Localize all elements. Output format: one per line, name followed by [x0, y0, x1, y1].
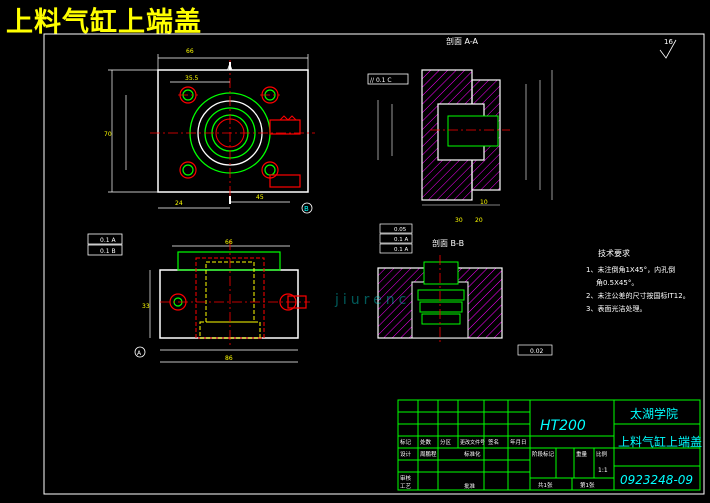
drawing-frame — [43, 33, 705, 495]
dim-top-35: 35.5 — [185, 75, 199, 82]
dim-front-33: 33 — [142, 303, 150, 310]
dim-front-66: 66 — [225, 239, 233, 246]
watermark-text: jiurenc — [334, 292, 410, 308]
drawing-number: 0923248-09 — [620, 473, 693, 487]
tol-sec-1: 0.05 — [394, 227, 407, 233]
tb-design-label: 设计 — [400, 450, 412, 458]
tb-sheet-no: 第1张 — [580, 481, 595, 489]
section-aa-title: 剖面 A-A — [446, 36, 479, 46]
tb-header-count: 处数 — [420, 438, 432, 446]
front-view: A — [87, 233, 310, 363]
dim-sec-10: 10 — [480, 199, 488, 206]
dim-top-24: 24 — [175, 200, 183, 207]
dim-front-86: 86 — [225, 355, 233, 362]
tb-process-label: 工艺 — [400, 483, 412, 490]
dim-top-height: 70 — [104, 131, 112, 138]
part-name: 上料气缸上端盖 — [618, 434, 702, 449]
material: HT200 — [540, 418, 586, 434]
tb-stage-label: 阶段标记 — [532, 450, 555, 458]
dim-sec-30: 30 — [455, 217, 463, 224]
title-block — [397, 399, 701, 491]
tol-parallel: // 0.1 C — [370, 77, 392, 84]
tech-req-item-4: 3、表面光洁处理。 — [586, 304, 646, 313]
tb-review-label: 审核 — [400, 474, 412, 482]
svg-text:A: A — [137, 350, 142, 357]
tb-header-zone: 分区 — [440, 438, 452, 446]
tb-header-doc: 更改文件号 — [460, 439, 485, 446]
tb-scale-label: 比例 — [596, 450, 608, 458]
section-bb-title: 剖面 B-B — [432, 238, 464, 248]
tol-sec-3: 0.1 A — [394, 247, 408, 253]
tb-sheets-total: 共1张 — [538, 481, 553, 489]
roughness-symbol — [659, 39, 677, 59]
tol-front-2: 0.1 B — [100, 248, 116, 255]
section-marker-a: A — [227, 63, 233, 72]
tb-weight-label: 重量 — [576, 450, 588, 458]
tech-req-heading: 技术要求 — [598, 248, 630, 258]
tech-req-item-3: 2、未注公差的尺寸按国标IT12。 — [586, 291, 690, 300]
tol-bb: 0.02 — [530, 348, 544, 355]
dim-sec-20: 20 — [475, 217, 483, 224]
tb-approve-label: 批准 — [464, 482, 476, 490]
tech-req-item-2: 角0.5X45°。 — [596, 278, 638, 287]
svg-text:B: B — [304, 205, 309, 213]
tol-sec-2: 0.1 A — [394, 237, 408, 243]
drawing-title: 上料气缸上端盖 — [6, 7, 202, 38]
roughness-value: 16 — [664, 38, 673, 46]
tb-designer: 周鹏程 — [420, 450, 437, 458]
tb-header-sign: 签名 — [488, 438, 499, 446]
tb-header-mark: 标记 — [400, 438, 412, 446]
tb-header-date: 年月日 — [510, 438, 527, 446]
tol-front-1: 0.1 A — [100, 237, 116, 244]
section-aa-view — [367, 69, 553, 206]
dim-top-width: 66 — [186, 48, 194, 55]
tb-standard-label: 标准化 — [464, 450, 481, 458]
section-bb-view — [377, 223, 553, 356]
school-name: 太湖学院 — [630, 406, 678, 421]
tb-scale-value: 1:1 — [598, 467, 608, 474]
tech-req-item-1: 1、未注倒角1X45°，内孔倒 — [586, 265, 675, 274]
top-view: B — [108, 54, 315, 214]
dim-top-45: 45 — [256, 194, 264, 201]
